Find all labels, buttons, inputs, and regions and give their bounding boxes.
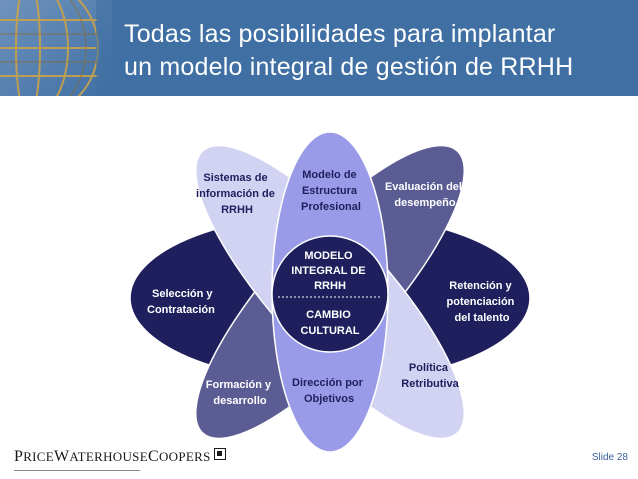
label-sistemas-line: RRHH (221, 204, 253, 216)
label-sistemas-line: información de (196, 188, 275, 200)
label-retencion-line: Retención y (449, 280, 512, 292)
label-sistemas-line: Sistemas de (203, 172, 267, 184)
pwc-logo: PRICEWATERHOUSECOOPERS (14, 448, 226, 470)
footer-divider (14, 470, 140, 471)
label-seleccion: Selección y Contratación (147, 288, 216, 316)
globe-image (0, 0, 112, 96)
label-evaluacion-line: desempeño (394, 197, 455, 209)
label-retencion-line: potenciación (447, 296, 515, 308)
label-evaluacion-line: Evaluación del (385, 181, 462, 193)
label-politica-line: Retributiva (401, 378, 459, 390)
logo-letters: RICE (23, 449, 55, 464)
label-politica: Política Retributiva (401, 362, 459, 390)
slide-title: Todas las posibilidades para implantar u… (124, 18, 634, 84)
label-modelo-line: Profesional (301, 201, 361, 213)
label-seleccion-line: Selección y (152, 288, 213, 300)
center-circle (271, 235, 389, 353)
label-direccion-line: Dirección por (292, 377, 364, 389)
label-politica-line: Política (409, 362, 449, 374)
label-modelo: Modelo de Estructura Profesional (301, 169, 361, 213)
center-label-bottom-line: CULTURAL (300, 325, 359, 337)
center-label-top: MODELO INTEGRAL DE RRHH (291, 250, 368, 292)
logo-mark-icon (213, 448, 226, 460)
label-modelo-line: Estructura (302, 185, 358, 197)
label-direccion-line: Objetivos (304, 393, 354, 405)
center-label-bottom-line: CAMBIO (306, 309, 351, 321)
center-label-top-line: INTEGRAL DE (291, 265, 365, 277)
logo-letters: ATERHOUSE (69, 449, 148, 464)
center-label-bottom: CAMBIO CULTURAL (300, 309, 359, 337)
label-modelo-line: Modelo de (302, 169, 356, 181)
label-seleccion-line: Contratación (147, 304, 215, 316)
logo-letter: W (54, 448, 70, 465)
logo-letter: C (147, 448, 159, 465)
slide-number: Slide 28 (591, 452, 628, 463)
logo-letters: OOPERS (158, 449, 211, 464)
label-formacion-line: Formación y (206, 379, 272, 391)
label-retencion-line: del talento (454, 312, 509, 324)
label-retencion: Retención y potenciación del talento (447, 280, 518, 324)
slide-title-line-2: un modelo integral de gestión de RRHH (124, 53, 574, 81)
center-label-top-line: MODELO (304, 250, 353, 262)
label-formacion-line: desarrollo (213, 395, 266, 407)
logo-letter: P (14, 448, 24, 465)
label-evaluacion: Evaluación del desempeño (385, 181, 465, 209)
label-sistemas: Sistemas de información de RRHH (196, 172, 278, 216)
label-formacion: Formación y desarrollo (206, 379, 274, 407)
slide-title-line-1: Todas las posibilidades para implantar (124, 20, 556, 48)
slide-header: Todas las posibilidades para implantar u… (0, 0, 638, 96)
label-direccion: Dirección por Objetivos (292, 377, 366, 405)
center-label-top-line: RRHH (314, 280, 346, 292)
